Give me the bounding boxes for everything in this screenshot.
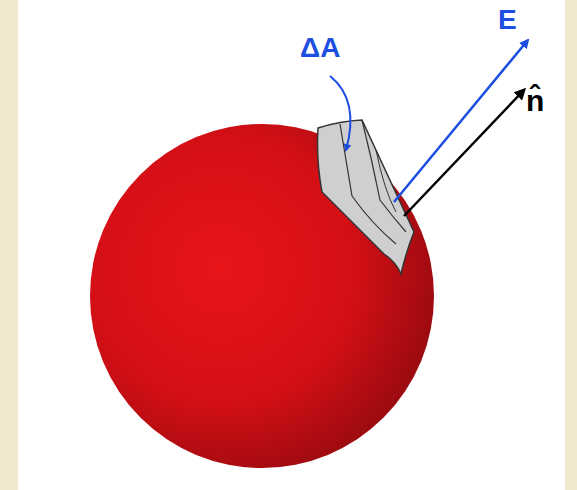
sphere — [90, 124, 434, 468]
field-label: E — [498, 6, 517, 34]
normal-vector — [404, 90, 524, 216]
leader-arrow — [330, 76, 350, 150]
patch-line — [376, 150, 396, 212]
field-vector — [394, 40, 528, 202]
panel — [18, 0, 565, 490]
normal-label: n̂ — [526, 86, 544, 116]
patch-line — [362, 120, 406, 232]
area-label: ΔA — [300, 34, 340, 62]
